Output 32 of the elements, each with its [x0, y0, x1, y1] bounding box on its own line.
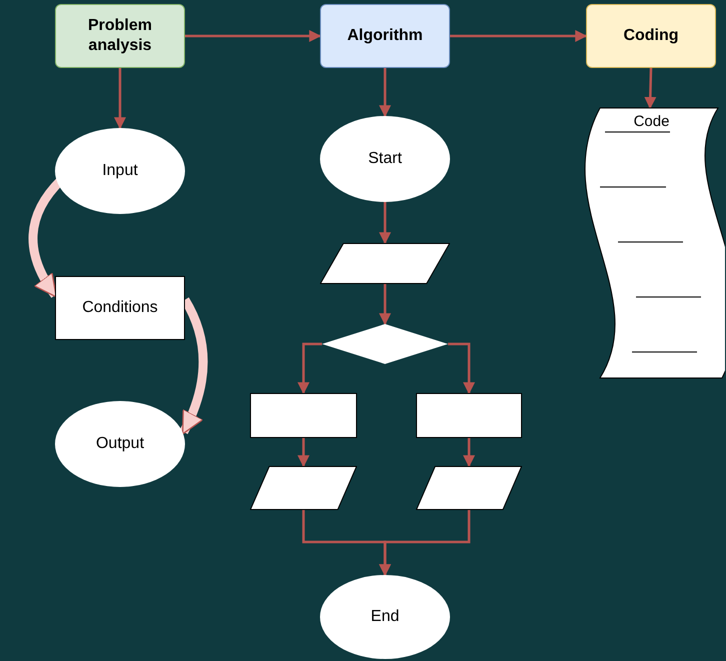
node-label: End [370, 607, 400, 627]
node-label: Input [102, 161, 138, 181]
node-label: Code [634, 113, 670, 132]
arrow [114, 68, 126, 130]
process-box [416, 393, 522, 438]
node-label: Algorithm [347, 26, 423, 46]
node-label: Start [368, 149, 402, 169]
arrow [463, 438, 475, 468]
process-box [320, 4, 450, 68]
arrow [644, 68, 656, 109]
arrow [448, 342, 475, 394]
node-label: Coding [623, 26, 679, 46]
process-box [55, 4, 185, 68]
node-label: Conditions [82, 298, 158, 318]
arrow [379, 202, 391, 244]
process-box [55, 276, 185, 340]
data-parallelogram [416, 466, 522, 510]
node-label: Problem analysis [86, 16, 153, 56]
arrow [450, 30, 588, 42]
node-label: Output [96, 434, 144, 454]
decision-diamond [322, 324, 448, 364]
data-parallelogram [250, 466, 357, 510]
arrow [379, 284, 391, 326]
arrow [379, 510, 470, 576]
process-box [250, 393, 357, 438]
arrow [298, 438, 310, 468]
arrow [298, 342, 322, 394]
data-parallelogram [320, 243, 450, 284]
arrow [379, 68, 391, 118]
curved-arrow [180, 297, 208, 435]
process-box [586, 4, 716, 68]
arrow [185, 30, 322, 42]
